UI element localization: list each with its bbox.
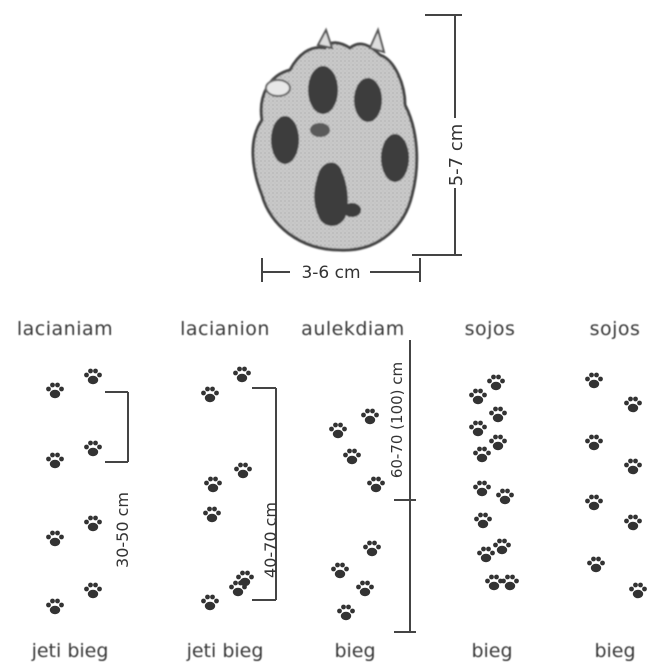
track-column-2 xyxy=(201,367,254,611)
spacing-label-1: 30-50 cm xyxy=(113,492,132,568)
column-3-gait: bieg xyxy=(295,640,415,662)
track-column-4 xyxy=(469,375,519,591)
track-column-5 xyxy=(585,373,647,599)
column-1-gait: jeti bieg xyxy=(10,640,130,662)
spacing-label-2: 40-70 cm xyxy=(261,502,280,578)
paw-print-illustration xyxy=(253,30,417,250)
track-column-1 xyxy=(46,369,102,615)
column-2-gait: jeti bieg xyxy=(165,640,285,662)
column-4-gait: bieg xyxy=(432,640,552,662)
column-2-title: lacianion xyxy=(165,318,285,340)
spacing-label-3: 60-70 (100) cm xyxy=(388,362,406,478)
column-4-title: sojos xyxy=(430,318,550,340)
spacing-bracket-1 xyxy=(105,392,128,462)
column-5-title: sojos xyxy=(555,318,663,340)
track-column-3 xyxy=(329,409,385,621)
length-label: 5-7 cm xyxy=(446,124,467,187)
column-3-title: aulekdiam xyxy=(293,318,413,340)
column-1-title: lacianiam xyxy=(5,318,125,340)
column-5-gait: bieg xyxy=(555,640,663,662)
width-label: 3-6 cm xyxy=(301,263,360,283)
